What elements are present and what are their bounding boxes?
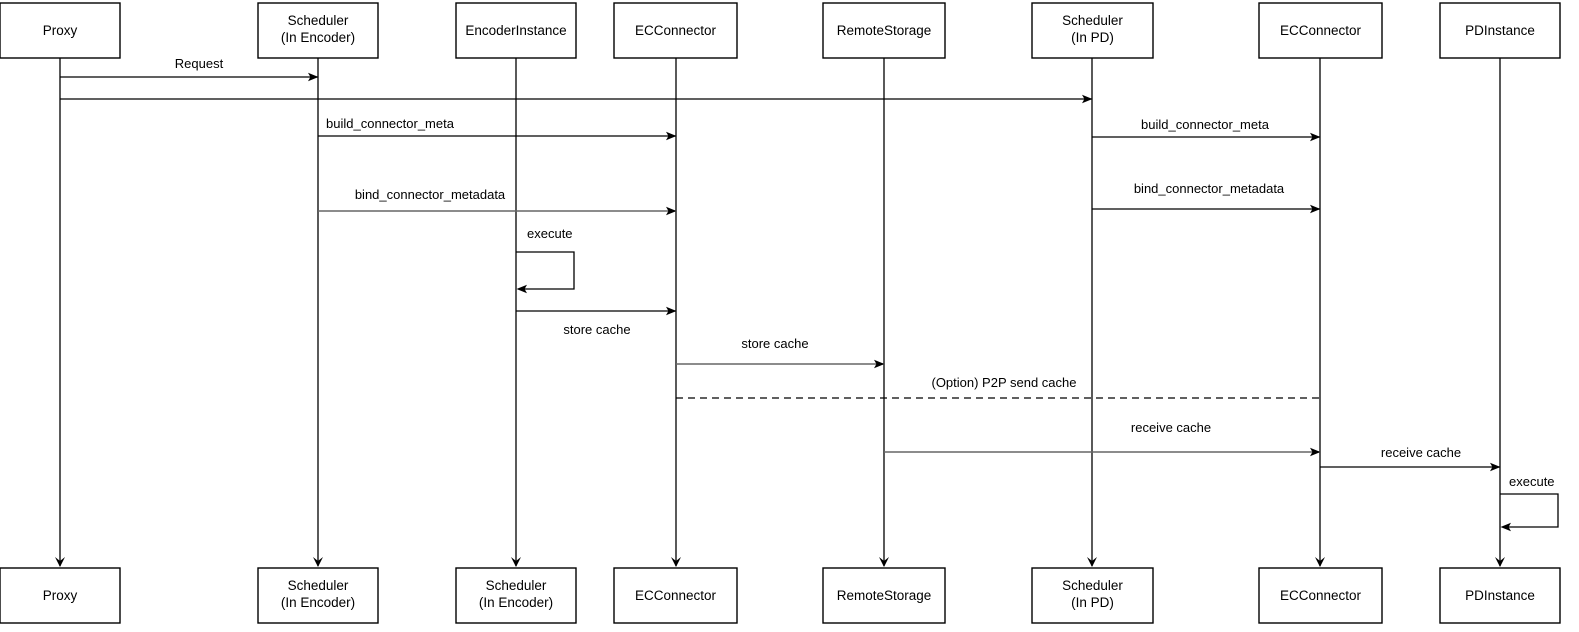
message-m11[interactable]: receive cache [1320,445,1501,472]
message-m5[interactable]: bind_connector_metadata [318,187,677,216]
participant-header-remote[interactable]: RemoteStorage [822,2,946,59]
message-m8[interactable]: store cache [676,336,885,369]
participant-label-line1: Scheduler [288,13,349,28]
participant-header-layer: Proxy Scheduler (In Encoder) EncoderInstanc… [0,2,1561,59]
participant-label: ECConnector [1280,588,1362,603]
self-message-label: execute [527,226,573,241]
message-label: build_connector_meta [1141,117,1270,132]
participant-label: ECConnector [635,23,717,38]
participant-box [455,2,577,59]
participant-box [257,567,379,624]
message-label: store cache [563,322,630,337]
lifeline-end-arrow-sched_enc [313,557,323,567]
participant-label: PDInstance [1465,588,1535,603]
self-message-path [516,251,575,290]
participant-header-sched_pd[interactable]: Scheduler (In PD) [1031,2,1154,59]
message-m1[interactable]: Request [60,56,319,82]
message-label: (Option) P2P send cache [931,375,1076,390]
self-messages-layer: execute execute [516,226,1559,532]
lifeline-end-arrow-proxy [55,557,65,567]
lifeline-end-arrow-encoder_inst [511,557,521,567]
participant-label: ECConnector [1280,23,1362,38]
participant-label: RemoteStorage [837,588,932,603]
participant-label: Proxy [43,588,78,603]
participant-box [0,567,121,624]
message-label: receive cache [1131,420,1211,435]
message-label: store cache [741,336,808,351]
participant-box [1258,2,1383,59]
message-label: bind_connector_metadata [1134,181,1285,196]
participant-box [1031,2,1154,59]
participant-label-line1: Scheduler [1062,13,1123,28]
participant-header-ecconn_enc[interactable]: ECConnector [613,2,738,59]
lifeline-end-arrow-remote [879,557,889,567]
participant-header-pdinstance[interactable]: PDInstance [1439,2,1561,59]
participant-box [1258,567,1383,624]
participant-header-encoder_inst[interactable]: EncoderInstance [455,2,577,59]
participant-label-line2: (In Encoder) [281,595,355,610]
messages-layer: Request build_connector_meta build_connect… [60,56,1501,472]
self-message-arrowhead [1500,522,1511,532]
participant-label: RemoteStorage [837,23,932,38]
lifeline-end-arrow-pdinstance [1495,557,1505,567]
message-label: Request [175,56,224,71]
lifeline-end-arrow-ecconn_pd [1315,557,1325,567]
message-label: build_connector_meta [326,116,455,131]
participant-box [822,567,946,624]
message-label: bind_connector_metadata [355,187,506,202]
participant-box [1031,567,1154,624]
participant-header-ecconn_pd[interactable]: ECConnector [1258,2,1383,59]
participant-label-line1: Scheduler [1062,578,1123,593]
participant-label-line2: (In PD) [1071,30,1114,45]
lifeline-end-arrow-sched_pd [1087,557,1097,567]
participant-footer-ecconn_pd[interactable]: ECConnector [1258,567,1383,624]
participant-footer-layer: Proxy Scheduler (In Encoder) Scheduler (In E… [0,567,1561,624]
self-message-label: execute [1509,474,1555,489]
lifeline-end-arrow-ecconn_enc [671,557,681,567]
participant-box [1439,567,1561,624]
participant-label-line1: Scheduler [486,578,547,593]
participant-label-line2: (In Encoder) [479,595,553,610]
participant-label: PDInstance [1465,23,1535,38]
self-message-arrowhead [516,284,527,294]
participant-box [1439,2,1561,59]
message-label: receive cache [1381,445,1461,460]
participant-header-sched_enc[interactable]: Scheduler (In Encoder) [257,2,379,59]
message-m3[interactable]: build_connector_meta [318,116,677,141]
self-message-path [1500,493,1559,528]
participant-box [257,2,379,59]
message-m6[interactable]: bind_connector_metadata [1092,181,1321,214]
participant-footer-proxy[interactable]: Proxy [0,567,121,624]
participant-header-proxy[interactable]: Proxy [0,2,121,59]
participant-label: EncoderInstance [465,23,566,38]
participant-label-line2: (In PD) [1071,595,1114,610]
participant-label: Proxy [43,23,78,38]
message-m4[interactable]: build_connector_meta [1092,117,1321,142]
self-message-s1[interactable]: execute [516,226,575,294]
participant-footer-ecconn_enc[interactable]: ECConnector [613,567,738,624]
participant-label-line1: Scheduler [288,578,349,593]
participant-box [613,567,738,624]
participant-footer-sched_pd[interactable]: Scheduler (In PD) [1031,567,1154,624]
participant-footer-remote[interactable]: RemoteStorage [822,567,946,624]
participant-footer-encoder_inst[interactable]: Scheduler (In Encoder) [455,567,577,624]
message-m9[interactable]: (Option) P2P send cache [676,375,1320,399]
participant-box [613,2,738,59]
participant-label-line2: (In Encoder) [281,30,355,45]
participant-footer-sched_enc[interactable]: Scheduler (In Encoder) [257,567,379,624]
participant-box [0,2,121,59]
message-m7[interactable]: store cache [516,306,677,337]
lifelines-layer [55,58,1505,567]
participant-box [455,567,577,624]
message-m10[interactable]: receive cache [884,420,1321,457]
participant-footer-pdinstance[interactable]: PDInstance [1439,567,1561,624]
participant-box [822,2,946,59]
participant-label: ECConnector [635,588,717,603]
self-message-s2[interactable]: execute [1500,474,1559,532]
